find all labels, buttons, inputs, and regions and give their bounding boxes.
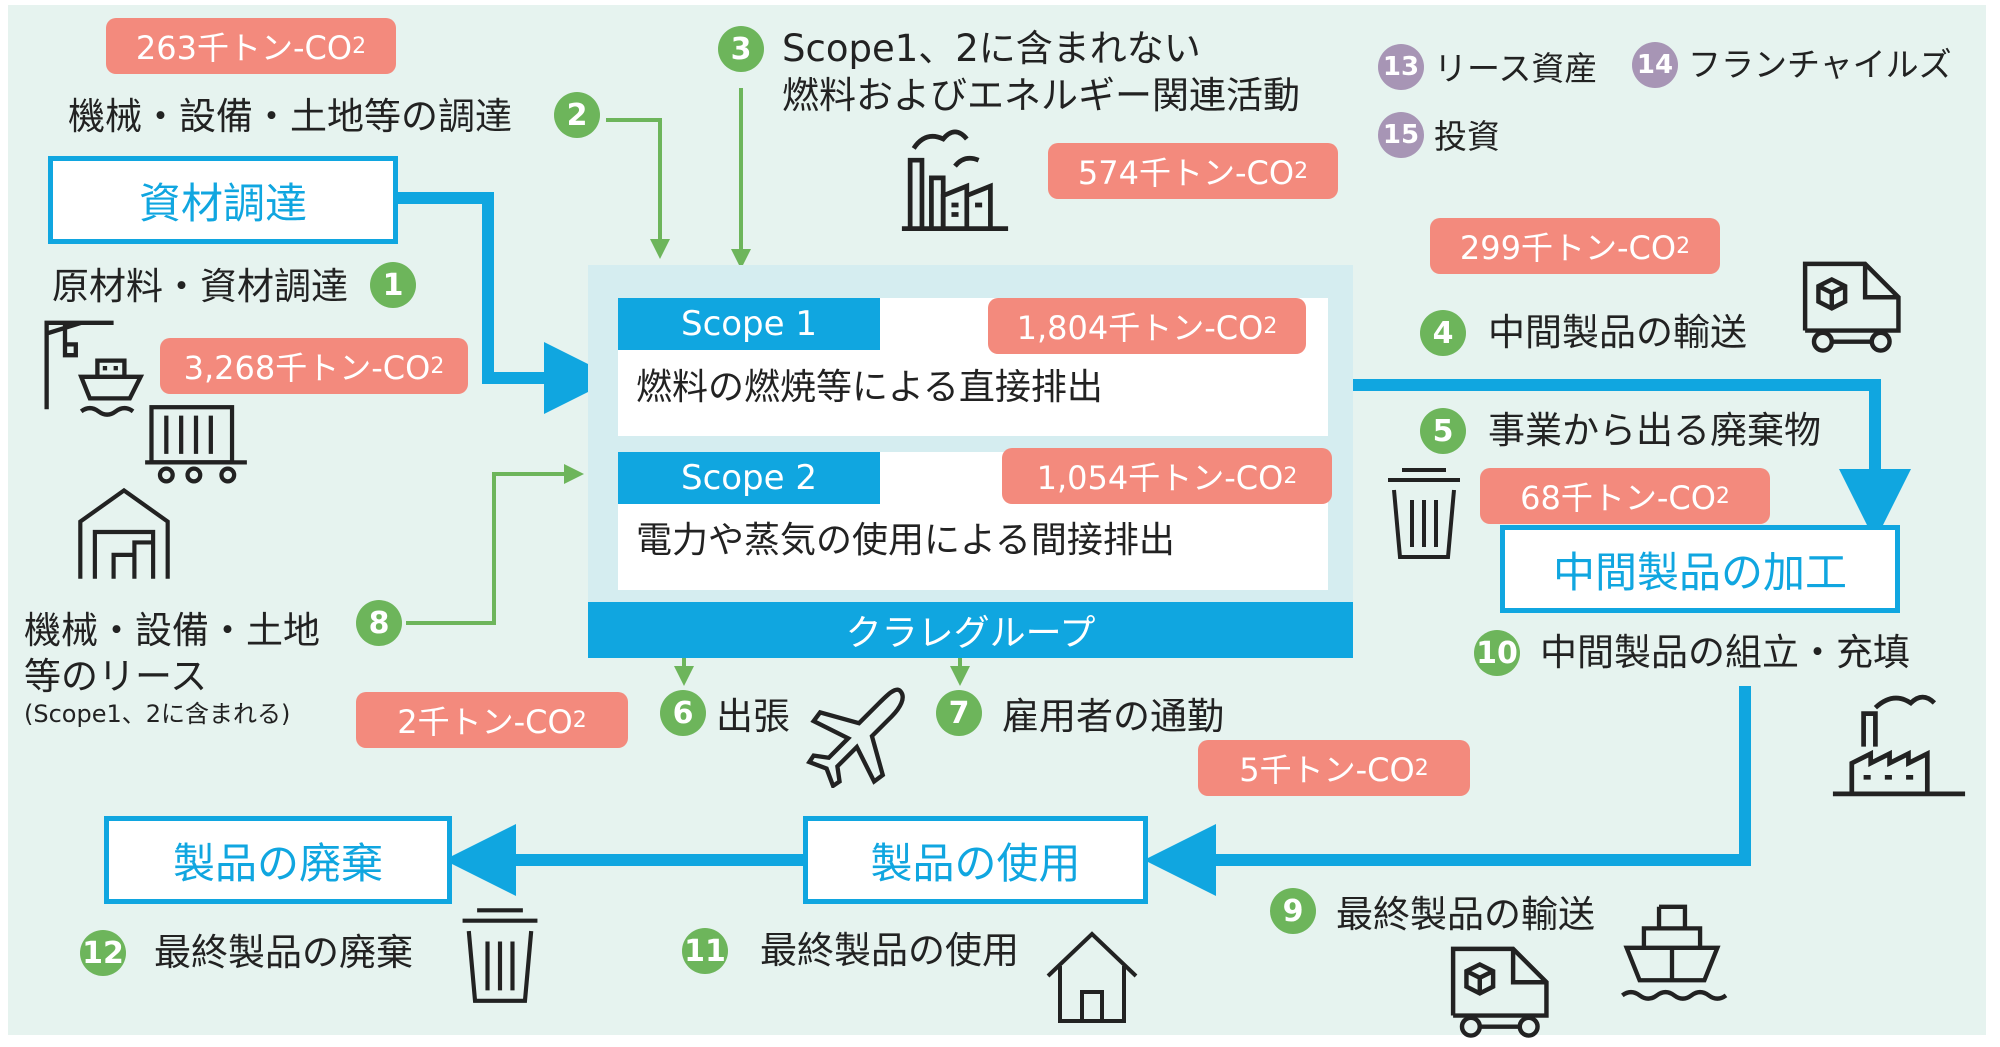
airplane-icon (804, 680, 914, 790)
cat10-number: 10 (1474, 630, 1520, 676)
cat1-number: 1 (370, 262, 416, 308)
intermediate-processing-box: 中間製品の加工 (1500, 525, 1900, 613)
cat3-label-line2: 燃料およびエネルギー関連活動 (782, 74, 1300, 117)
cat12-number: 12 (80, 930, 126, 976)
small-factory-icon (1826, 690, 1972, 808)
cat7-number: 7 (936, 690, 982, 736)
cat1-label: 原材料・資材調達 (52, 265, 348, 308)
cat9-label: 最終製品の輸送 (1336, 893, 1595, 936)
cat8-label-line1: 機械・設備・土地 (24, 609, 320, 652)
trash-can-icon (1380, 462, 1468, 562)
cat2-label: 機械・設備・土地等の調達 (68, 95, 512, 138)
cat15-number: 15 (1378, 112, 1424, 158)
delivery-truck-icon-2 (1440, 940, 1564, 1040)
arrow-procurement-to-group (398, 192, 616, 414)
cat11-label: 最終製品の使用 (760, 929, 1019, 972)
product-use-box: 製品の使用 (803, 816, 1148, 904)
cat2-number: 2 (554, 92, 600, 138)
material-procurement-box: 資材調達 (48, 156, 398, 244)
delivery-truck-icon (1792, 255, 1916, 355)
cat6-label: 出張 (716, 695, 790, 738)
cat5-number: 5 (1420, 408, 1466, 454)
arrow-cat2 (606, 118, 670, 259)
cat8-label-line2: 等のリース (24, 655, 208, 698)
cat13-label: リース資産 (1434, 49, 1598, 88)
cat4-label: 中間製品の輸送 (1488, 311, 1747, 354)
scope2-description: 電力や蒸気の使用による間接排出 (636, 520, 1175, 561)
cat8-number: 8 (356, 600, 402, 646)
warehouse-icon (68, 480, 180, 584)
cat6-number: 6 (660, 690, 706, 736)
cat10-label: 中間製品の組立・充填 (1540, 631, 1910, 674)
container-truck-icon (138, 386, 254, 492)
cat3-label-line1: Scope1、2に含まれない (782, 27, 1201, 70)
cat8-note: (Scope1、2に含まれる) (24, 700, 291, 728)
ship-icon (1616, 896, 1728, 1004)
cat5-label: 事業から出る廃棄物 (1488, 409, 1821, 452)
cat15-label: 投資 (1434, 117, 1500, 156)
cat7-label: 雇用者の通勤 (1002, 695, 1224, 738)
arrow-processing-to-use (1144, 686, 1751, 896)
cat12-label: 最終製品の廃棄 (154, 931, 413, 974)
crane-ship-icon (36, 312, 148, 420)
product-disposal-box: 製品の廃棄 (104, 816, 452, 904)
arrow-cat8 (406, 464, 584, 625)
cat4-number: 4 (1420, 310, 1466, 356)
scope2-title: Scope 2 (618, 452, 880, 504)
cat9-number: 9 (1270, 888, 1316, 934)
cat14-number: 14 (1632, 42, 1678, 88)
cat14-label: フランチャイルズ (1688, 45, 1952, 84)
trash-can-icon-2 (454, 902, 546, 1006)
cat3-number: 3 (718, 26, 764, 72)
factory-icon (896, 112, 1014, 232)
scope1-description: 燃料の燃焼等による直接排出 (636, 367, 1103, 408)
group-label-bar: クラレグループ (588, 602, 1353, 658)
house-icon (1042, 926, 1142, 1026)
cat11-number: 11 (682, 928, 728, 974)
group-label: クラレグループ (845, 613, 1096, 654)
cat13-number: 13 (1378, 44, 1424, 90)
scope1-title: Scope 1 (618, 298, 880, 350)
arrow-group-to-processing (1353, 379, 1911, 541)
